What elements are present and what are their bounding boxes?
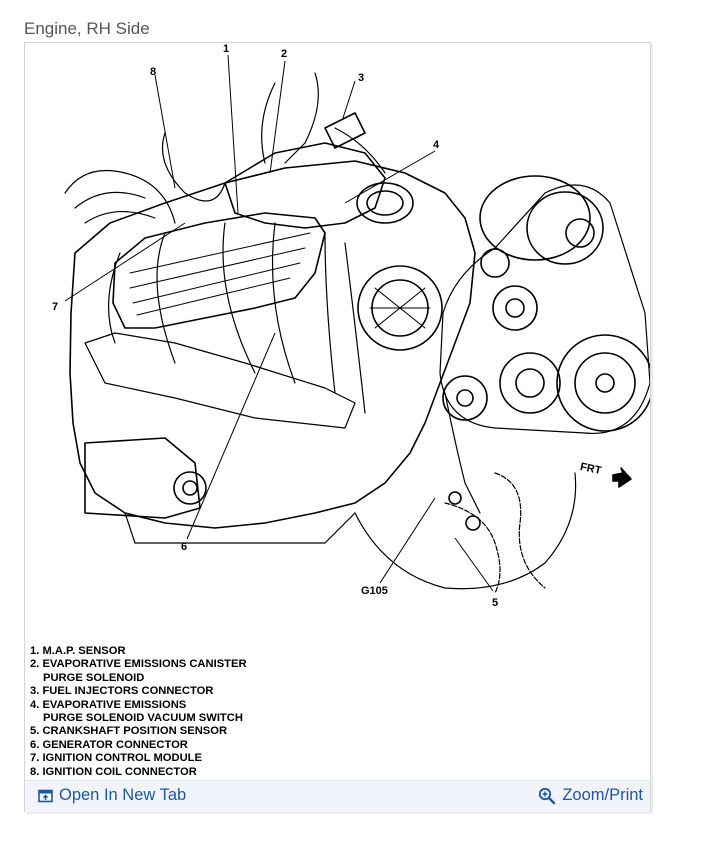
legend-item: 4. EVAPORATIVE EMISSIONS xyxy=(30,698,187,711)
legend-item: PURGE SOLENOID VACUUM SWITCH xyxy=(43,712,243,725)
zoom-print-label: Zoom/Print xyxy=(562,786,643,804)
engine-block xyxy=(69,160,476,529)
legend-item: 3. FUEL INJECTORS CONNECTOR xyxy=(30,685,214,698)
leader-5 xyxy=(454,537,494,592)
diagram-legend: 1. M.A.P. SENSOR 2. EVAPORATIVE EMISSION… xyxy=(30,645,550,779)
zoom-magnifier-icon xyxy=(538,787,556,805)
leader-2 xyxy=(269,60,286,174)
crank-pulley xyxy=(556,334,650,432)
leader-1 xyxy=(227,54,239,214)
leader-g105 xyxy=(379,497,436,584)
starter-motor xyxy=(84,437,201,519)
leader-6 xyxy=(186,332,276,540)
legend-item: 5. CRANKSHAFT POSITION SENSOR xyxy=(30,725,228,738)
callout-7: 7 xyxy=(52,301,59,313)
callout-8: 8 xyxy=(150,66,157,78)
alternator xyxy=(357,265,443,351)
engine-diagram xyxy=(64,54,650,594)
open-in-new-tab-label: Open In New Tab xyxy=(59,786,187,804)
zoom-print-button[interactable]: Zoom/Print xyxy=(538,786,643,805)
diagram-caption: Engine, RH Side xyxy=(24,19,150,38)
callout-1: 1 xyxy=(223,43,230,55)
leader-3 xyxy=(342,80,356,119)
callout-4: 4 xyxy=(433,139,440,151)
leader-8 xyxy=(154,74,176,189)
legend-item: PURGE SOLENOID xyxy=(43,671,145,684)
callout-6: 6 xyxy=(181,541,188,553)
valve-cover xyxy=(112,212,326,329)
open-in-new-tab-button[interactable]: Open In New Tab xyxy=(38,786,186,805)
bellhousing xyxy=(354,472,577,590)
front-arrow xyxy=(612,467,632,488)
legend-item: 1. M.A.P. SENSOR xyxy=(30,645,126,657)
callout-g105: G105 xyxy=(361,585,388,597)
legend-item: 7. IGNITION CONTROL MODULE xyxy=(30,752,202,765)
leader-4 xyxy=(344,150,436,204)
legend-item: 8. IGNITION COIL CONNECTOR xyxy=(30,765,197,778)
image-toolbar: Open In New Tab Zoom/Print xyxy=(25,780,650,812)
legend-item: 6. GENERATOR CONNECTOR xyxy=(30,738,188,751)
callout-3: 3 xyxy=(358,72,365,84)
intake-manifold xyxy=(224,142,386,229)
leader-7 xyxy=(64,222,186,302)
callout-5: 5 xyxy=(492,597,499,609)
drive-belt xyxy=(439,184,650,434)
legend-item: 2. EVAPORATIVE EMISSIONS CANISTER xyxy=(30,658,247,671)
callout-2: 2 xyxy=(281,48,288,60)
open-new-tab-icon xyxy=(38,789,53,803)
